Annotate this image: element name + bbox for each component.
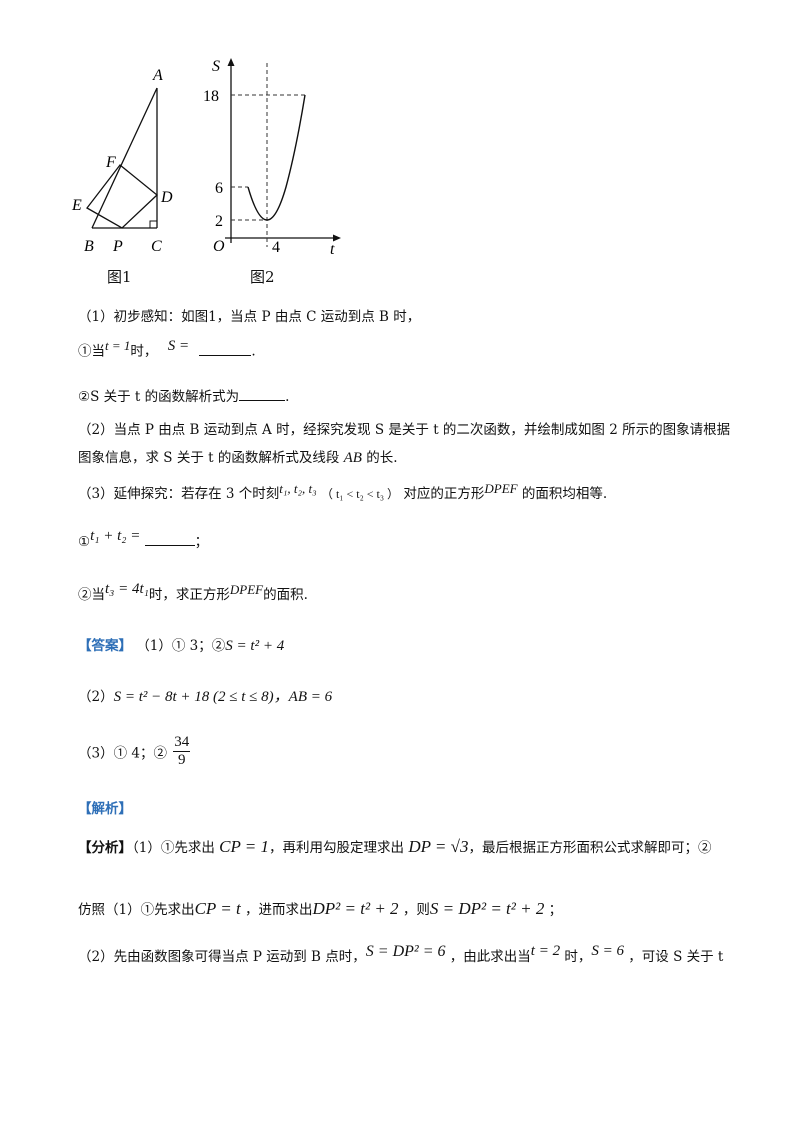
answer-line-2: （2）S = t² − 8t + 18 (2 ≤ t ≤ 8)，AB = 6 (78, 689, 333, 705)
answer-line-1: 【答案】 （1）① 3；②S = t² + 4 (78, 638, 285, 654)
segment-ab (91, 87, 158, 229)
q3-line: （3）延伸探究：若存在 3 个时刻t₁, t₂, t₃ （ t₁ < t₂ < … (78, 481, 608, 502)
analysis-line-1: 【分析】（1）①先求出 CP = 1，再利用勾股定理求出 DP = √3，最后根… (78, 837, 712, 856)
x-axis-arrow (333, 234, 341, 242)
label-a: A (152, 67, 163, 84)
figure-1-caption: 图1 (107, 268, 132, 286)
q3-sub2: ②当t₃ = 4t₁时，求正方形DPEF的面积. (78, 581, 308, 603)
analysis-line-3: （2）先由函数图象可得当点 P 运动到 B 点时，S = DP² = 6 ，由此… (78, 943, 724, 965)
label-d: D (160, 189, 173, 206)
q1-sub2: ②S 关于 t 的函数解析式为. (78, 389, 290, 405)
label-c: C (151, 238, 162, 255)
tick-18: 18 (203, 88, 219, 105)
right-angle-mark (149, 220, 157, 228)
q2-line1: （2）当点 P 由点 B 运动到点 A 时，经探究发现 S 是关于 t 的二次函… (78, 422, 731, 438)
y-axis-label: S (212, 58, 220, 75)
parabola-curve (247, 94, 306, 221)
tick-4: 4 (272, 239, 280, 256)
q1-intro: （1）初步感知：如图1，当点 P 由点 C 运动到点 B 时， (78, 309, 421, 325)
q1-sub1-blank[interactable] (199, 354, 252, 356)
analysis-tag-line: 【解析】 (78, 797, 132, 817)
q1-sub2-blank[interactable] (239, 400, 286, 401)
q3-sub1: ①t₁ + t₂ = ； (78, 528, 209, 550)
figure-1-diagram: A F D E B P C (71, 67, 173, 255)
q3-sub1-blank[interactable] (144, 545, 195, 546)
label-b: B (84, 238, 94, 255)
tick-6: 6 (215, 180, 223, 197)
analysis-line-2: 仿照（1）①先求出CP = t ，进而求出DP² = t² + 2 ，则S = … (78, 899, 563, 918)
q1-sub1: ①当t = 1时， S = . (78, 337, 256, 360)
answer-fraction: 34 9 (173, 734, 191, 768)
label-e: E (71, 197, 82, 214)
q2-line2: 图象信息，求 S 关于 t 的函数解析式及线段 AB 的长. (78, 450, 398, 466)
answer-tag: 【答案】 (78, 638, 132, 654)
analysis-tag: 【解析】 (78, 801, 132, 817)
y-axis-arrow (227, 58, 235, 66)
figure-2-graph: S 18 6 2 O 4 t (203, 58, 341, 258)
x-axis-label: t (330, 241, 335, 258)
square-dpef (86, 164, 158, 229)
label-f: F (105, 154, 116, 171)
label-p: P (112, 238, 123, 255)
answer-line-3: （3）① 4；② 34 9 (78, 734, 191, 768)
origin-label: O (213, 238, 225, 255)
figure-2-caption: 图2 (250, 268, 275, 286)
tick-2: 2 (215, 213, 223, 230)
